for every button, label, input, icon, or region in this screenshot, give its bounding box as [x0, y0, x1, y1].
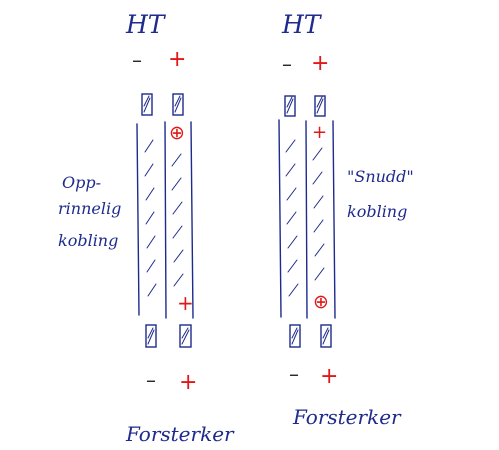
right-inner-plus: + [312, 122, 327, 143]
right-bottom-minus: – [289, 362, 299, 386]
left-top-terminals [141, 93, 184, 116]
left-top-minus: – [132, 48, 142, 72]
right-diagram: HT – + [278, 10, 414, 429]
left-bottom-plus: + [179, 370, 197, 395]
right-top-plus: + [311, 51, 329, 76]
left-inner-plus: + [177, 291, 194, 315]
right-bottom-terminal-plus [320, 324, 332, 348]
right-cable [278, 119, 336, 319]
left-cable [136, 121, 194, 319]
left-side-label-line-1: Opp- [62, 173, 101, 192]
right-ht-label: HT [281, 10, 323, 39]
left-side-label-line-3: kobling [58, 231, 118, 250]
left-top-terminal-plus [172, 93, 184, 116]
left-bottom-terminal-minus [145, 324, 157, 348]
right-bottom-terminal-minus [289, 324, 301, 348]
left-side-label-line-2: rinnelig [58, 199, 121, 218]
left-amplifier-label: Forsterker [125, 422, 235, 446]
right-circled-plus: ⊕ [313, 291, 329, 313]
right-bottom-terminals [289, 324, 332, 348]
right-bottom-plus: + [320, 364, 338, 389]
right-top-terminal-plus [314, 95, 326, 117]
left-bottom-minus: – [146, 368, 156, 392]
right-top-terminal-minus [284, 95, 296, 117]
right-amplifier-label: Forsterker [292, 405, 402, 429]
left-top-plus: + [168, 47, 186, 72]
left-bottom-terminals [145, 324, 192, 348]
left-top-terminal-minus [141, 93, 153, 116]
left-bottom-terminal-plus [179, 324, 192, 348]
left-circled-plus: ⊕ [169, 122, 185, 144]
right-side-label-line-1: "Snudd" [347, 167, 414, 186]
right-top-minus: – [282, 52, 292, 76]
right-top-terminals [284, 95, 326, 117]
left-ht-label: HT [125, 10, 167, 39]
right-side-label-line-2: kobling [347, 202, 407, 221]
left-diagram: HT – + [58, 10, 235, 446]
